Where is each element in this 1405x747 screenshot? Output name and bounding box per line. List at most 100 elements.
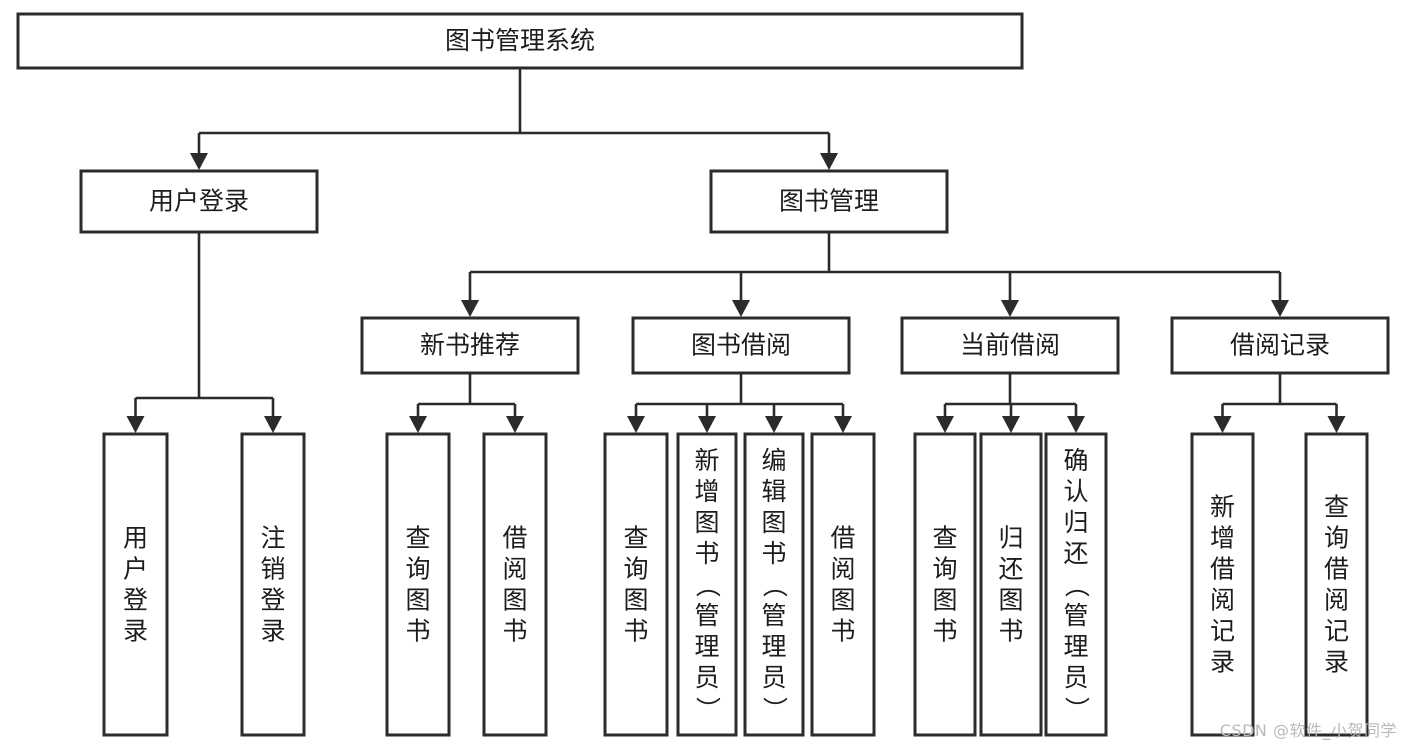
node-box-leaf-query-book-recommend xyxy=(385,432,451,737)
svg-text:录: 录 xyxy=(1210,648,1235,677)
svg-text:查: 查 xyxy=(1324,493,1349,522)
svg-text:查: 查 xyxy=(932,524,957,553)
svg-text:员: 员 xyxy=(694,663,719,692)
node-new-book-recommend[interactable]: 新书推荐 xyxy=(360,316,580,375)
node-label-current-borrow: 当前借阅 xyxy=(960,331,1060,360)
svg-text:（: （ xyxy=(693,572,722,597)
svg-text:（: （ xyxy=(1062,572,1091,597)
svg-text:认: 认 xyxy=(1063,477,1088,506)
svg-text:辑: 辑 xyxy=(761,477,786,506)
svg-text:询: 询 xyxy=(932,555,957,584)
node-label-user-login: 用户登录 xyxy=(149,187,249,216)
svg-text:阅: 阅 xyxy=(502,555,527,584)
arrow-head-icon xyxy=(936,416,954,433)
svg-text:户: 户 xyxy=(123,555,148,584)
node-book-borrow[interactable]: 图书借阅 xyxy=(631,316,851,375)
svg-text:理: 理 xyxy=(1063,632,1088,661)
node-leaf-user-login[interactable]: 用户登录 xyxy=(102,432,169,737)
svg-text:询: 询 xyxy=(405,555,430,584)
svg-text:理: 理 xyxy=(761,632,786,661)
node-box-book-management xyxy=(709,169,949,234)
node-root[interactable]: 图书管理系统 xyxy=(16,12,1024,70)
svg-text:询: 询 xyxy=(1324,524,1349,553)
svg-text:查: 查 xyxy=(623,524,648,553)
svg-text:（: （ xyxy=(760,572,789,597)
svg-text:询: 询 xyxy=(623,555,648,584)
svg-text:增: 增 xyxy=(694,477,719,506)
svg-text:新: 新 xyxy=(694,446,719,475)
node-box-book-borrow xyxy=(631,316,851,375)
node-box-leaf-return-book xyxy=(979,432,1043,737)
arrow-head-icon xyxy=(409,416,427,433)
arrow-head-icon xyxy=(732,300,750,317)
arrow-head-icon xyxy=(1327,416,1346,433)
node-label-book-borrow: 图书借阅 xyxy=(691,331,791,360)
svg-text:登: 登 xyxy=(123,586,148,615)
node-label-borrow-record: 借阅记录 xyxy=(1230,331,1330,360)
svg-text:图: 图 xyxy=(405,586,430,615)
svg-text:录: 录 xyxy=(1324,648,1349,677)
csdn-watermark: CSDN @软件_小贺同学 xyxy=(1219,721,1397,740)
arrow-head-icon xyxy=(1067,416,1085,433)
node-box-current-borrow xyxy=(900,316,1120,375)
svg-text:归: 归 xyxy=(1063,508,1088,537)
arrow-head-icon xyxy=(834,416,852,433)
svg-text:确: 确 xyxy=(1063,446,1088,475)
svg-text:借: 借 xyxy=(1324,555,1349,584)
svg-text:书: 书 xyxy=(694,539,719,568)
node-box-leaf-user-logout xyxy=(240,432,306,737)
svg-text:书: 书 xyxy=(830,617,855,646)
node-box-leaf-borrow-book-recommend xyxy=(482,432,548,737)
svg-text:记: 记 xyxy=(1324,617,1349,646)
svg-text:员: 员 xyxy=(761,663,786,692)
svg-text:理: 理 xyxy=(694,632,719,661)
svg-text:图: 图 xyxy=(502,586,527,615)
node-label-new-book-recommend: 新书推荐 xyxy=(420,331,520,360)
arrow-head-icon xyxy=(126,416,145,433)
svg-text:）: ） xyxy=(760,696,789,721)
arrow-head-icon xyxy=(627,416,645,433)
svg-text:）: ） xyxy=(693,696,722,721)
svg-text:图: 图 xyxy=(694,508,719,537)
svg-text:还: 还 xyxy=(998,555,1023,584)
node-box-leaf-add-borrow-record xyxy=(1190,432,1255,737)
svg-text:录: 录 xyxy=(260,617,285,646)
svg-text:图: 图 xyxy=(830,586,855,615)
svg-text:还: 还 xyxy=(1063,539,1088,568)
svg-text:销: 销 xyxy=(260,555,285,584)
node-book-management[interactable]: 图书管理 xyxy=(709,169,949,234)
node-current-borrow[interactable]: 当前借阅 xyxy=(900,316,1120,375)
svg-text:借: 借 xyxy=(502,524,527,553)
svg-text:增: 增 xyxy=(1210,524,1235,553)
node-user-login[interactable]: 用户登录 xyxy=(79,169,319,234)
svg-text:管: 管 xyxy=(1063,601,1088,630)
node-box-leaf-borrow-book xyxy=(810,432,876,737)
node-layer: 图书管理系统用户登录图书管理新书推荐图书借阅当前借阅借阅记录用户登录注销登录查询… xyxy=(16,12,1390,737)
svg-text:记: 记 xyxy=(1210,617,1235,646)
node-box-leaf-edit-book xyxy=(743,432,805,737)
node-borrow-record[interactable]: 借阅记录 xyxy=(1170,316,1390,375)
svg-text:查: 查 xyxy=(405,524,430,553)
svg-text:录: 录 xyxy=(123,617,148,646)
node-box-root xyxy=(16,12,1024,70)
node-label-leaf-user-login: 用户登录 xyxy=(123,524,148,646)
svg-text:书: 书 xyxy=(623,617,648,646)
